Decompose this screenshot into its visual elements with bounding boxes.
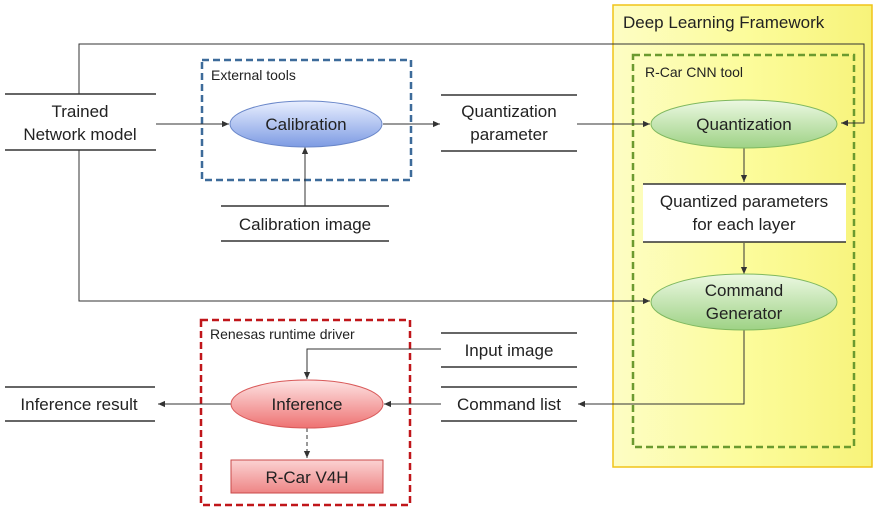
- cnn-tool-region: [631, 53, 856, 449]
- input-image-label: Input image: [465, 341, 554, 360]
- command-generator-line1: Command: [705, 281, 783, 300]
- quant-param-line2: parameter: [470, 125, 548, 144]
- node-inference-result: Inference result: [5, 386, 155, 422]
- node-trained-model: Trained Network model: [5, 93, 156, 151]
- node-quantized-params: Quantized parameters for each layer: [643, 183, 846, 243]
- node-calibration-image: Calibration image: [221, 205, 389, 242]
- inference-result-label: Inference result: [20, 395, 137, 414]
- inference-label: Inference: [272, 395, 343, 414]
- quantization-label: Quantization: [696, 115, 791, 134]
- hardware-label: R-Car V4H: [265, 468, 348, 487]
- node-command-generator: Command Generator: [650, 273, 838, 331]
- trained-model-line1: Trained: [51, 102, 108, 121]
- calibration-label: Calibration: [265, 115, 346, 134]
- quantized-params-line1: Quantized parameters: [660, 192, 828, 211]
- node-quant-param: Quantization parameter: [441, 94, 577, 152]
- edge-model-to-quantization-top: [78, 43, 865, 127]
- cnn-tool-label: R-Car CNN tool: [645, 64, 743, 80]
- runtime-driver-region: [199, 318, 412, 507]
- quantized-params-line2: for each layer: [693, 215, 796, 234]
- node-inference: Inference: [230, 379, 384, 429]
- command-generator-line2: Generator: [706, 304, 783, 323]
- node-calibration: Calibration: [229, 100, 383, 148]
- framework-label: Deep Learning Framework: [623, 13, 825, 32]
- edge-model-to-generator-bottom: [78, 150, 650, 305]
- runtime-driver-label: Renesas runtime driver: [210, 326, 355, 342]
- node-command-list: Command list: [441, 386, 577, 422]
- command-list-label: Command list: [457, 395, 561, 414]
- trained-model-line2: Network model: [23, 125, 136, 144]
- node-input-image: Input image: [441, 332, 577, 368]
- external-tools-region: [200, 58, 413, 182]
- edge-generator-to-commandlist: [578, 330, 745, 408]
- calibration-image-label: Calibration image: [239, 215, 371, 234]
- edge-inputimage-to-inference: [303, 348, 441, 379]
- quant-param-line1: Quantization: [461, 102, 556, 121]
- node-hardware: R-Car V4H: [230, 459, 384, 494]
- node-quantization: Quantization: [650, 99, 838, 149]
- external-tools-label: External tools: [211, 67, 296, 83]
